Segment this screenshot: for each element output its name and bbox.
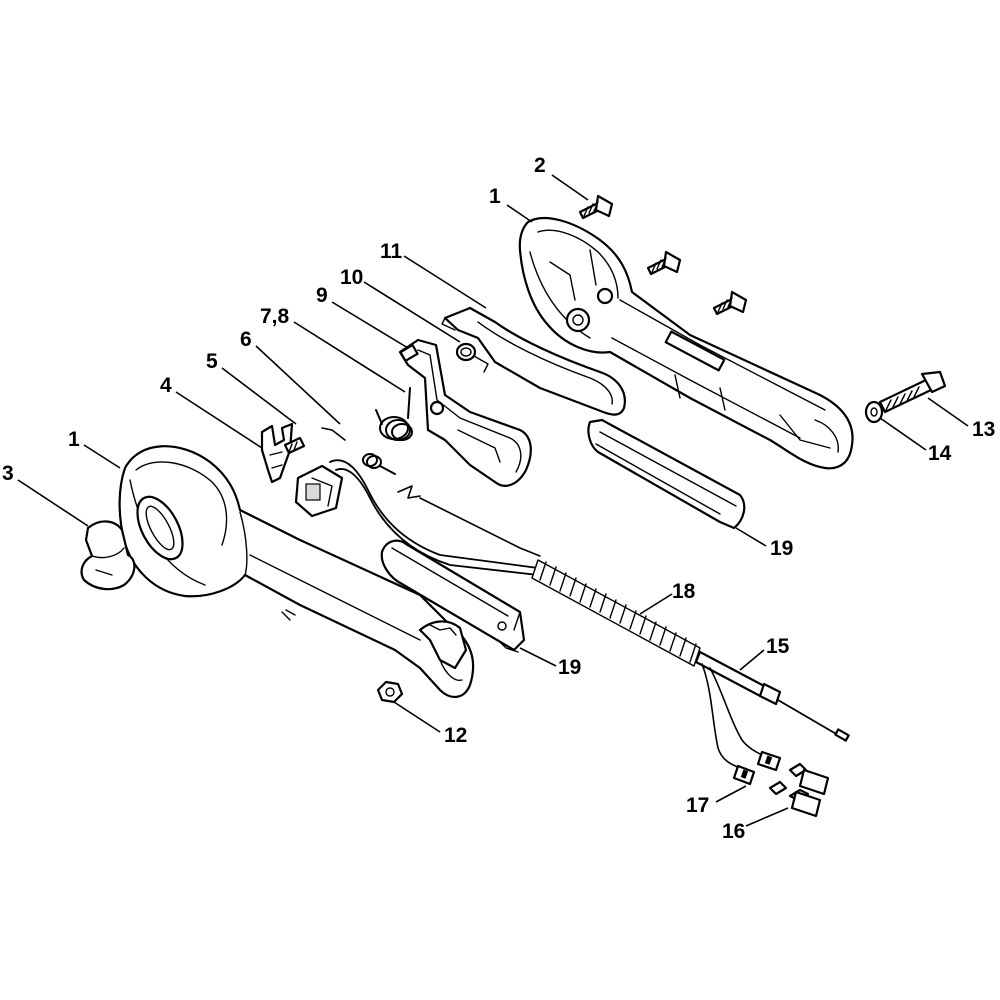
throttle-cable-15 xyxy=(694,650,850,742)
callout-19-lower: 19 xyxy=(558,656,581,679)
leader-7-8 xyxy=(293,321,406,393)
leader-9 xyxy=(331,301,409,349)
wiring-harness xyxy=(329,459,541,576)
callout-11: 11 xyxy=(380,240,403,263)
callout-15: 15 xyxy=(766,635,790,658)
callout-4: 4 xyxy=(160,374,172,397)
leader-10 xyxy=(363,281,461,343)
screw-2-b xyxy=(646,250,682,276)
leader-5 xyxy=(221,367,297,425)
callout-14: 14 xyxy=(928,442,952,465)
callout-6: 6 xyxy=(240,328,252,351)
connector-17 xyxy=(732,750,782,786)
screw-13 xyxy=(878,370,947,414)
switch-module xyxy=(294,464,344,518)
spring-6 xyxy=(321,427,396,475)
sleeve-19-upper xyxy=(587,418,746,530)
spring-10 xyxy=(455,342,489,373)
leader-lines xyxy=(17,174,969,827)
callout-18: 18 xyxy=(672,580,696,603)
leader-18 xyxy=(639,593,673,615)
callout-17: 17 xyxy=(686,794,709,817)
callout-2: 2 xyxy=(534,154,546,177)
callout-19-upper: 19 xyxy=(770,537,793,560)
callout-7-8: 7,8 xyxy=(260,305,290,328)
handle-housing-left-half xyxy=(118,445,475,698)
screw-2-a xyxy=(578,194,614,220)
throttle-trigger-11 xyxy=(441,306,626,416)
leader-19-lower xyxy=(519,647,557,667)
screw-2-c xyxy=(712,290,748,316)
leader-3 xyxy=(17,479,89,527)
callout-1-lower: 1 xyxy=(68,428,80,451)
leader-6 xyxy=(255,345,341,425)
torsion-spring-7-8 xyxy=(375,387,413,441)
spiral-conduit-18 xyxy=(531,559,701,667)
leader-16 xyxy=(745,807,789,827)
leader-14 xyxy=(879,417,927,451)
leader-12 xyxy=(393,701,441,733)
callout-16: 16 xyxy=(722,820,745,843)
leader-11 xyxy=(403,255,487,309)
screw-5 xyxy=(283,436,306,455)
contact-spring-4 xyxy=(260,422,294,484)
leader-1-upper xyxy=(506,204,533,223)
knob-3 xyxy=(80,520,136,591)
callout-labels: 2 1 11 10 9 7,8 6 5 4 1 3 13 14 19 18 15… xyxy=(2,154,995,843)
callout-12: 12 xyxy=(444,724,467,747)
leader-1-lower xyxy=(83,444,121,469)
connector-16 xyxy=(768,762,830,818)
leader-15 xyxy=(739,649,765,671)
handle-housing-right-half xyxy=(518,216,854,470)
leader-19-upper xyxy=(735,527,767,547)
callout-10: 10 xyxy=(340,266,363,289)
nut-12 xyxy=(376,680,404,704)
interlock-lever-9 xyxy=(398,338,532,487)
callout-13: 13 xyxy=(972,418,995,441)
callout-1-upper: 1 xyxy=(489,185,501,208)
callout-5: 5 xyxy=(206,350,218,373)
leader-17 xyxy=(715,785,747,803)
callout-3: 3 xyxy=(2,462,14,485)
callout-9: 9 xyxy=(316,284,328,307)
sleeve-19-lower xyxy=(380,539,526,653)
washer-14 xyxy=(864,400,884,424)
leader-4 xyxy=(175,391,263,449)
leader-2 xyxy=(551,174,589,201)
ground-wires xyxy=(701,663,765,769)
leader-13 xyxy=(927,397,969,427)
